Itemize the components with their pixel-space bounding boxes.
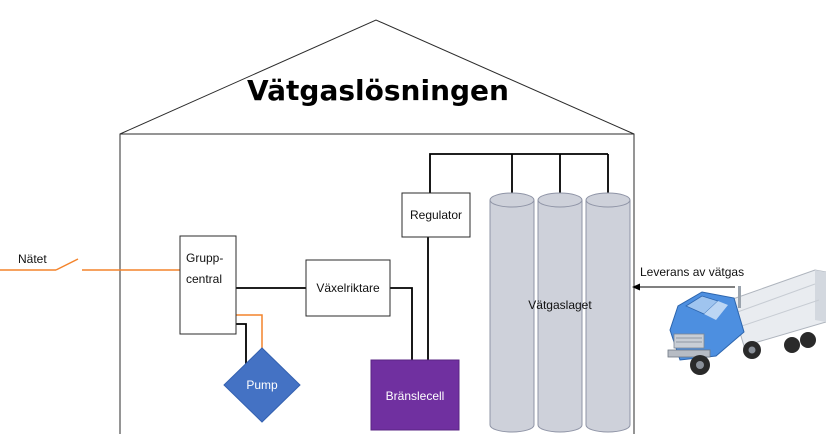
storage-tank-1-top <box>489 192 535 208</box>
regulator-box <box>401 192 471 238</box>
inverter-box <box>305 259 391 317</box>
regulator-label: Regulator <box>410 208 462 222</box>
group-central-box <box>179 235 237 335</box>
delivery-label: Leverans av vätgas <box>640 265 744 279</box>
truck-icon <box>667 269 826 375</box>
storage-tank-2-top <box>537 192 583 208</box>
pump-shape <box>223 347 301 423</box>
storage-tank-1 <box>489 200 535 433</box>
fuel-cell-label: Bränslecell <box>386 389 445 403</box>
grid-label: Nätet <box>18 252 47 266</box>
group-central-label-2: central <box>186 272 222 286</box>
wiring <box>236 153 609 366</box>
switch-icon <box>0 258 180 271</box>
pump-power-line <box>236 314 263 356</box>
diagram-title: Vätgaslösningen <box>247 74 509 107</box>
fuel-cell-box <box>370 359 460 431</box>
storage-tank-3-top <box>585 192 631 208</box>
inverter-label: Växelriktare <box>316 281 380 295</box>
pump-label: Pump <box>246 378 278 392</box>
storage-tank-2 <box>537 200 583 433</box>
hydrogen-storage-tanks <box>489 192 631 433</box>
group-central-label-1: Grupp- <box>186 251 223 265</box>
storage-tank-3 <box>585 200 631 433</box>
house-outline <box>119 19 635 434</box>
storage-label: Vätgaslaget <box>528 298 592 312</box>
delivery-arrow <box>632 283 735 291</box>
